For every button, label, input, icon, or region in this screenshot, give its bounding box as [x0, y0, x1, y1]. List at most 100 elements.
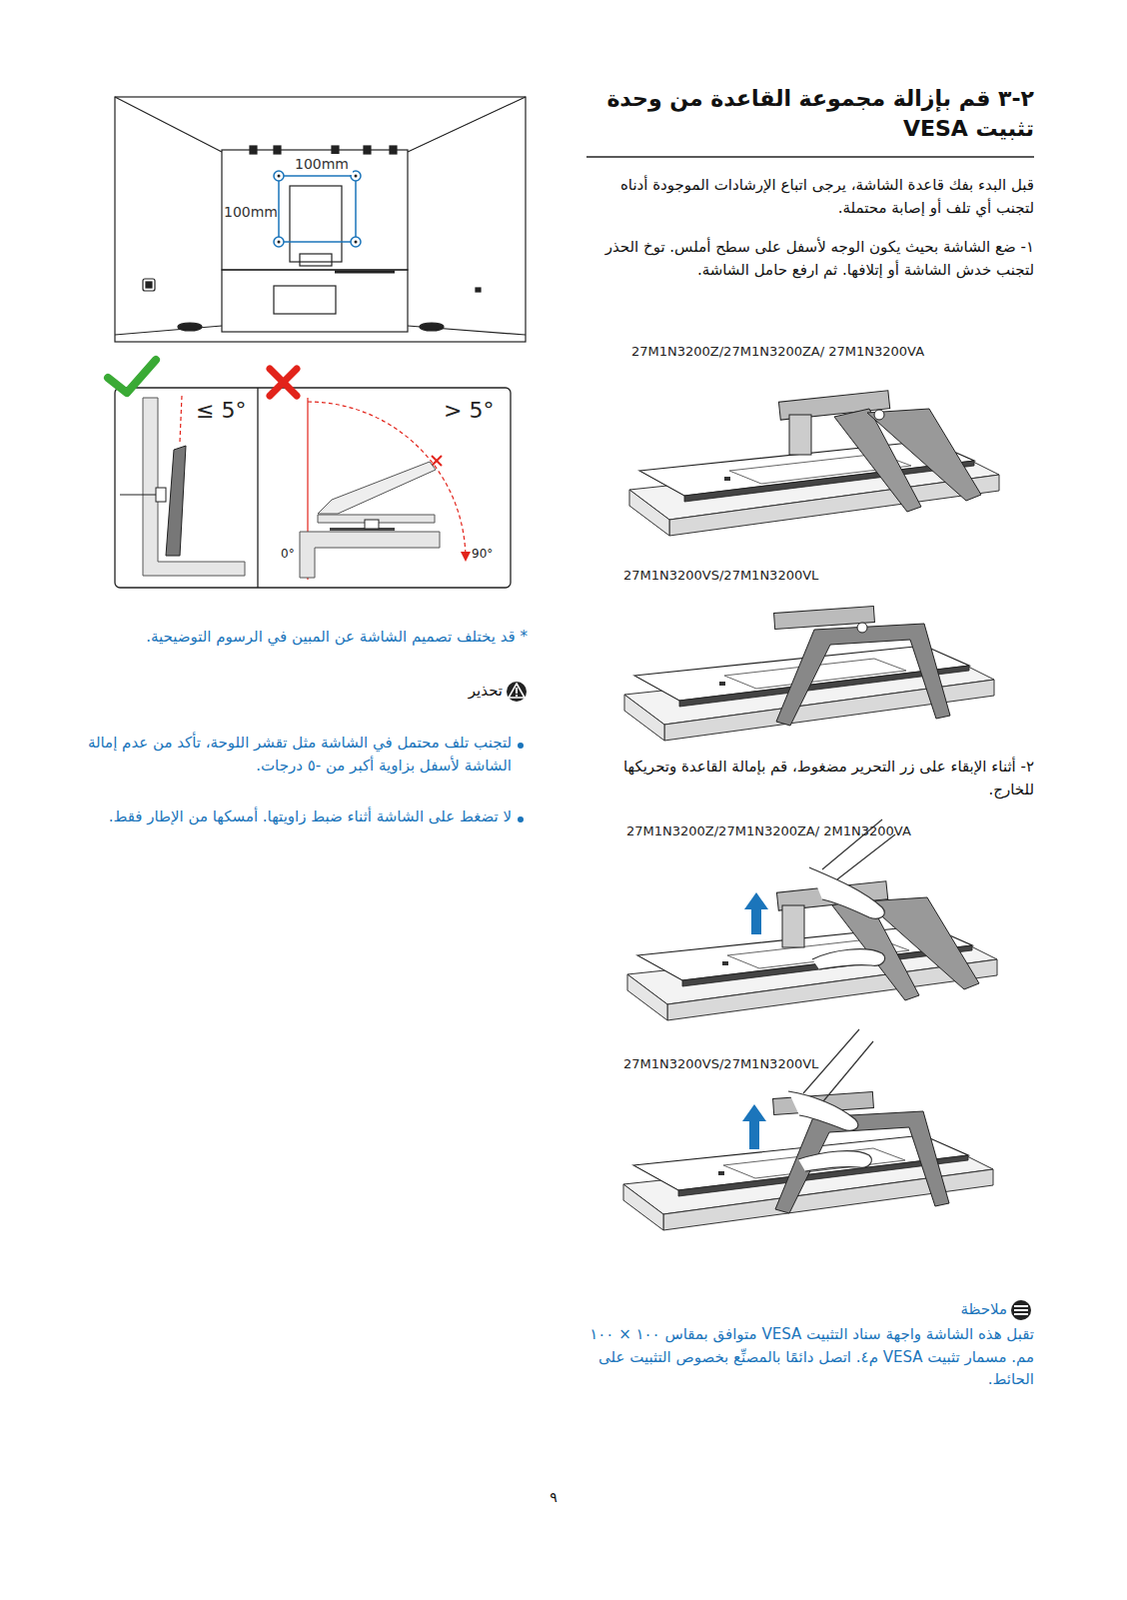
stand-removal-4: [823, 1041, 874, 1102]
vesa-hole-pattern: [273, 170, 284, 181]
tilt-bad-drawing: [364, 519, 379, 529]
vesa-hole-pattern: [354, 174, 358, 178]
stand-removal-3: [627, 819, 998, 1021]
ok-checkmark: [107, 359, 156, 393]
monitor-back-drawing: [273, 145, 281, 154]
tilt-panel: [114, 387, 511, 588]
monitor-back-drawing: [475, 287, 481, 292]
warning-icon: [508, 683, 525, 698]
warning-icon: [515, 687, 518, 694]
monitor-back-drawing: [331, 145, 339, 154]
monitor-back-drawing: [177, 322, 202, 331]
stand-removal-3: [837, 834, 896, 880]
vesa-hole-pattern: [350, 236, 361, 247]
stand-removal-1: [874, 409, 885, 420]
monitor-back-drawing: [221, 269, 408, 332]
warning-item: لتجنب تلف محتمل في الشاشة مثل تقشر اللوح…: [61, 731, 512, 777]
tilt-panel: [114, 387, 511, 588]
monitor-back-drawing: [114, 325, 222, 335]
model-label: 27M1N3200Z/27M1N3200ZA/ 27M1N3200VA: [631, 341, 932, 362]
monitor-back-drawing: [114, 96, 526, 342]
stand-removal-4: [798, 1150, 872, 1171]
note-icon: [1014, 1312, 1029, 1315]
stand-removal-4: [788, 1091, 859, 1130]
lift-arrow: [742, 892, 769, 1149]
wrong-cross: [269, 368, 297, 396]
monitor-back-drawing: [407, 96, 526, 152]
stand-removal-2: [624, 606, 995, 741]
note-icon: [1011, 1299, 1032, 1320]
vesa-hole-pattern: [278, 175, 356, 242]
monitor-back-drawing: [389, 145, 397, 154]
wrong-cross: [269, 368, 297, 396]
section-title: ٢-٣ قم بإزالة مجموعة القاعدة من وحدة تثب…: [587, 83, 1035, 143]
monitor-back-drawing: [249, 145, 257, 154]
bullet-dot: [517, 742, 524, 823]
step-text: ٢- أثناء الإبقاء على زر التحرير مضغوط، ق…: [587, 755, 1035, 801]
stand-removal-1: [789, 414, 812, 455]
angle-label: > 5°: [443, 393, 504, 427]
monitor-back-drawing: [419, 322, 444, 331]
model-label: 27M1N3200VS/27M1N3200VL: [623, 565, 924, 586]
warning-heading: تحذير: [399, 679, 503, 703]
dimension-label: 100mm: [223, 201, 278, 223]
stand-removal-4: [775, 1111, 950, 1213]
tilt-bad-drawing: [317, 461, 436, 514]
tilt-bad-drawing: [431, 455, 442, 466]
vesa-hole-pattern: [354, 240, 358, 244]
stand-removal-1: [629, 390, 1000, 536]
bullet-dot: [517, 742, 524, 749]
vesa-hole-pattern: [277, 240, 281, 244]
tilt-bad-drawing: [299, 531, 440, 578]
note-icon: [1014, 1308, 1029, 1311]
note-heading: ملاحظة: [894, 1297, 1008, 1321]
intro-text: قبل البدء بفك قاعدة الشاشة، يرجى اتباع ا…: [587, 173, 1035, 219]
dimension-label: 100mm: [290, 153, 353, 175]
monitor-back-drawing: [363, 145, 371, 154]
stand-removal-1: [867, 408, 982, 501]
tilt-bad-drawing: [329, 527, 395, 531]
lift-arrow: [742, 1104, 767, 1149]
angle-label: 0°: [280, 544, 307, 563]
tilt-ok-drawing: [142, 397, 245, 576]
lift-arrow: [744, 892, 769, 935]
stand-removal-3: [812, 949, 886, 970]
monitor-back-drawing: [142, 278, 155, 291]
tilt-panel: [256, 387, 258, 588]
monitor-back-drawing: [273, 285, 336, 314]
note-icon: [1014, 1304, 1029, 1307]
footnote: * قد يختلف تصميم الشاشة عن المبين في الر…: [97, 625, 528, 649]
vesa-hole-pattern: [273, 170, 361, 247]
title-rule: [586, 155, 1035, 158]
model-label: 27M1N3200Z/27M1N3200ZA/ 2M1N3200VA: [626, 821, 927, 842]
monitor-back-drawing: [145, 281, 152, 288]
angle-label: ≤ 5°: [195, 393, 254, 427]
stand-removal-2: [857, 622, 868, 633]
tilt-ok-drawing: [179, 395, 182, 442]
model-label: 27M1N3200VS/27M1N3200VL: [623, 1054, 924, 1075]
warning-icon: [515, 694, 518, 697]
stand-removal-3: [782, 905, 805, 948]
monitor-back-drawing: [289, 185, 342, 262]
monitor-back-drawing: [299, 253, 332, 266]
step-text: ١- ضع الشاشة بحيث يكون الوجه لأسفل على س…: [587, 235, 1035, 281]
monitor-back-drawing: [114, 96, 222, 152]
note-icon: [1011, 1299, 1032, 1320]
monitor-back-drawing: [221, 149, 408, 270]
wrong-cross: [269, 368, 297, 396]
tilt-bad-drawing: [299, 397, 471, 580]
stand-removal-2: [776, 623, 951, 726]
warning-icon: [506, 681, 527, 702]
tilt-ok-drawing: [155, 487, 166, 502]
warning-item: لا تضغط على الشاشة أثناء ضبط زاويتها. أم…: [61, 805, 512, 829]
tilt-ok-drawing: [119, 493, 156, 495]
ok-checkmark: [107, 359, 156, 393]
monitor-back-drawing: [334, 270, 395, 274]
note-text: تقبل هذه الشاشة واجهة سناد التثبيت VESA …: [587, 1322, 1035, 1391]
angle-label: 90°: [471, 544, 506, 563]
vesa-hole-pattern: [273, 236, 284, 247]
tilt-bad-drawing: [431, 455, 442, 466]
page-number: ٩: [533, 1486, 574, 1508]
tilt-ok-drawing: [165, 445, 186, 556]
